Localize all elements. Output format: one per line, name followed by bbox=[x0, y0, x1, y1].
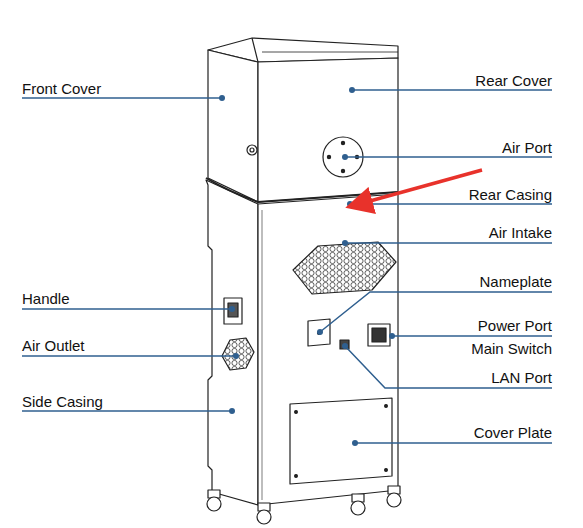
pointer-arrow bbox=[352, 170, 482, 206]
part-label: Rear Cover bbox=[475, 72, 552, 90]
part-label: LAN Port bbox=[491, 369, 552, 387]
part-label: Handle bbox=[22, 290, 70, 308]
part-label: Air Intake bbox=[489, 224, 552, 242]
screw bbox=[341, 141, 344, 144]
leader-line bbox=[22, 308, 232, 310]
casters bbox=[207, 486, 401, 524]
top-groove bbox=[262, 52, 398, 53]
front-cover-face bbox=[208, 50, 258, 202]
screw bbox=[295, 475, 298, 478]
part-label: Cover Plate bbox=[474, 424, 552, 442]
cover-plate bbox=[290, 398, 392, 484]
leader-line bbox=[345, 242, 552, 244]
leader-dots bbox=[219, 87, 395, 446]
leader-line bbox=[22, 355, 236, 357]
cover-knob bbox=[247, 145, 257, 155]
screw bbox=[327, 155, 330, 158]
leader-line bbox=[392, 335, 552, 337]
band-edge bbox=[206, 178, 398, 202]
part-label: Side Casing bbox=[22, 393, 103, 411]
cover-knob bbox=[250, 148, 254, 152]
nameplate bbox=[308, 319, 330, 346]
side-casing-face bbox=[206, 180, 258, 505]
part-label: Front Cover bbox=[22, 80, 101, 98]
leader-lines bbox=[22, 90, 552, 443]
main-switch bbox=[372, 328, 386, 342]
screw bbox=[385, 469, 388, 472]
screw bbox=[295, 411, 298, 414]
handle-grip bbox=[228, 303, 238, 317]
air-intake-grille bbox=[293, 242, 396, 294]
leader-line bbox=[22, 97, 222, 99]
screw bbox=[385, 405, 388, 408]
top-groove bbox=[252, 38, 258, 62]
leader-line bbox=[355, 442, 552, 444]
part-label: Air Port bbox=[502, 139, 552, 157]
part-label: Main Switch bbox=[471, 340, 552, 358]
part-label: Power Port bbox=[478, 317, 552, 335]
air-outlet-grille bbox=[222, 338, 254, 370]
leader-line bbox=[345, 156, 552, 158]
rear-cover-face bbox=[258, 58, 398, 202]
part-label: Air Outlet bbox=[22, 337, 85, 355]
part-label: Nameplate bbox=[479, 273, 552, 291]
leader-line bbox=[352, 89, 552, 91]
edge-line bbox=[262, 210, 263, 500]
leader-line bbox=[350, 203, 552, 205]
screw bbox=[341, 169, 344, 172]
rear-casing-face bbox=[258, 194, 398, 505]
part-label: Rear Casing bbox=[469, 186, 552, 204]
lan-port bbox=[340, 340, 349, 349]
power-port bbox=[368, 324, 390, 346]
leader-line bbox=[22, 410, 232, 412]
handle bbox=[224, 298, 242, 324]
